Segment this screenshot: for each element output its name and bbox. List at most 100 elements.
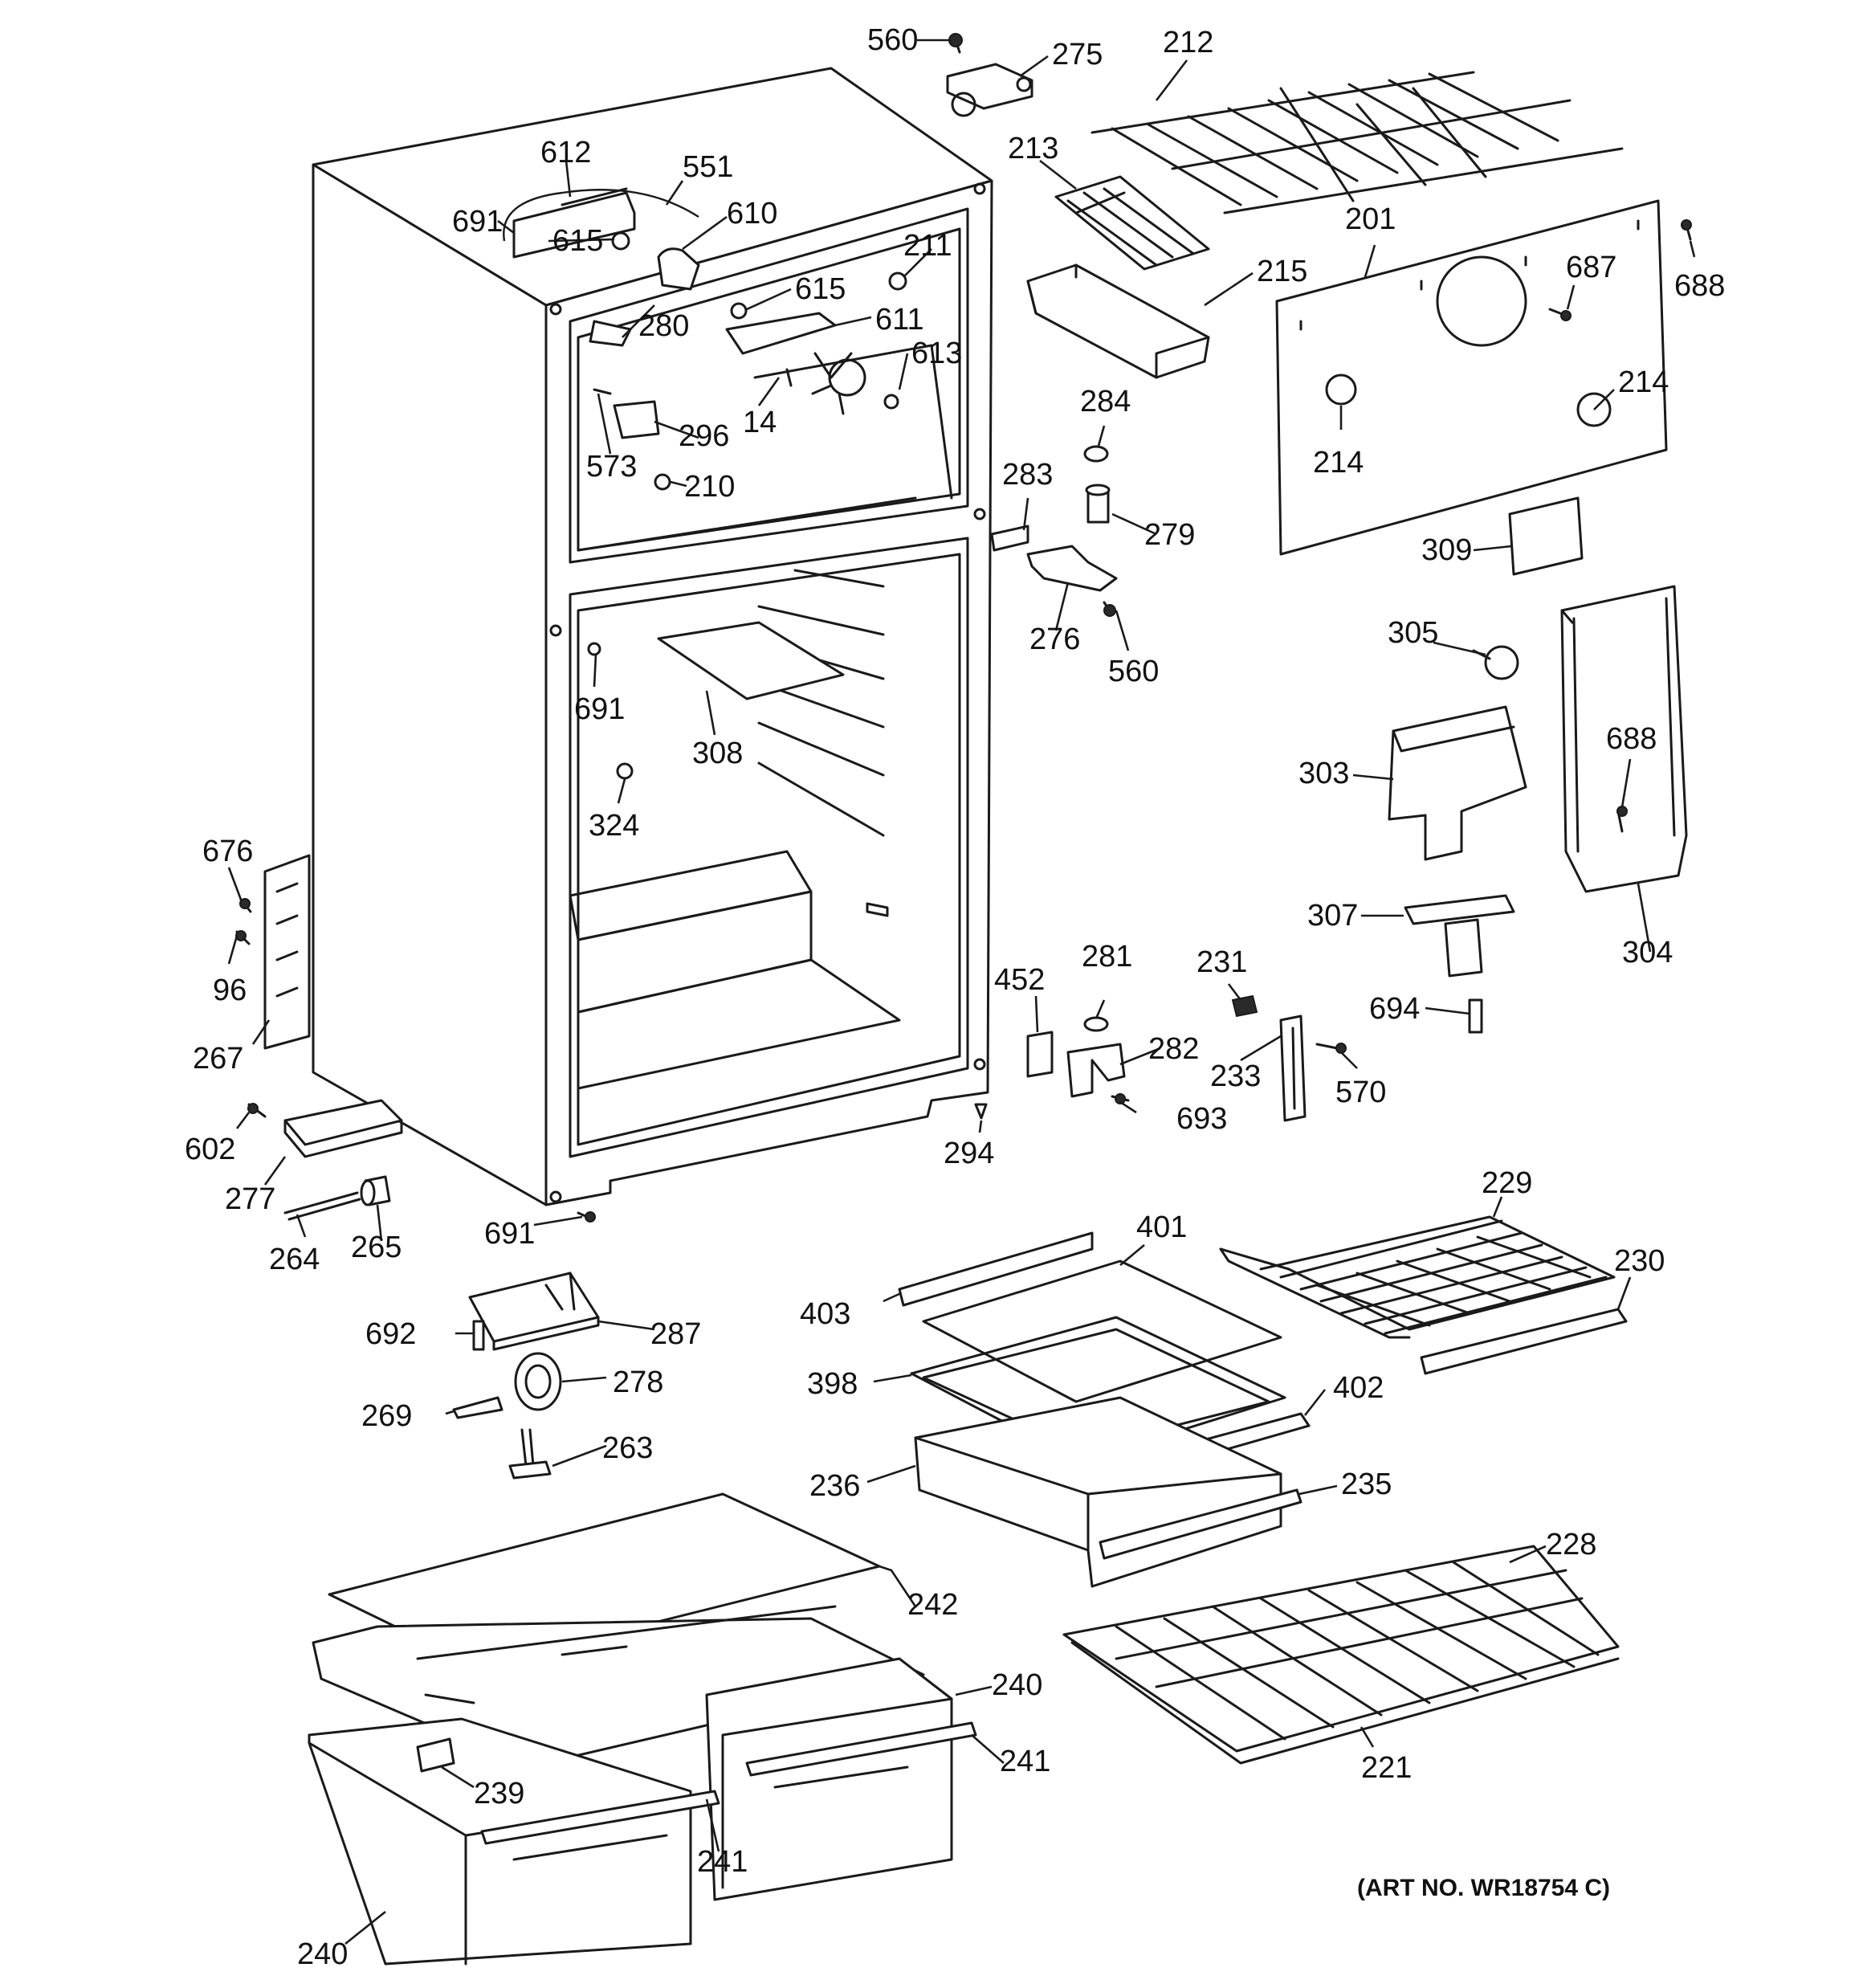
screw-687 xyxy=(1548,308,1572,321)
label-692: 692 xyxy=(365,1317,416,1351)
bracket-277 xyxy=(283,1099,403,1158)
hinge-282 xyxy=(1066,1043,1130,1104)
label-402: 402 xyxy=(1333,1371,1384,1405)
label-610: 610 xyxy=(727,197,777,231)
label-233: 233 xyxy=(1210,1059,1261,1093)
label-615: 615 xyxy=(795,272,846,306)
ice-tray-213 xyxy=(1054,175,1210,271)
label-691: 691 xyxy=(452,205,503,239)
label-570: 570 xyxy=(1335,1076,1386,1109)
label-229: 229 xyxy=(1482,1166,1532,1200)
label-214: 214 xyxy=(1618,365,1669,399)
label-401: 401 xyxy=(1136,1210,1187,1244)
label-214: 214 xyxy=(1313,446,1364,480)
wire-shelf-229 xyxy=(1219,1215,1616,1339)
screw-294 xyxy=(974,1103,988,1120)
label-96: 96 xyxy=(213,974,247,1007)
label-240: 240 xyxy=(297,1937,348,1971)
label-236: 236 xyxy=(809,1469,860,1503)
label-235: 235 xyxy=(1341,1468,1392,1501)
roller-265 xyxy=(360,1175,391,1206)
label-307: 307 xyxy=(1307,899,1358,933)
label-281: 281 xyxy=(1082,940,1132,974)
label-551: 551 xyxy=(683,150,733,184)
screw-692 xyxy=(472,1320,485,1351)
label-691: 691 xyxy=(484,1217,535,1251)
wheel-278 xyxy=(514,1352,562,1411)
label-613: 613 xyxy=(911,337,962,370)
screw-694 xyxy=(1468,998,1483,1034)
label-452: 452 xyxy=(994,963,1045,997)
label-602: 602 xyxy=(185,1133,235,1166)
cabinet-top-components xyxy=(503,187,907,491)
label-573: 573 xyxy=(586,450,637,484)
bracket-267 xyxy=(263,854,311,1050)
label-242: 242 xyxy=(907,1588,958,1622)
label-693: 693 xyxy=(1176,1102,1227,1136)
handle-241-right xyxy=(745,1721,977,1789)
label-201: 201 xyxy=(1345,202,1396,236)
label-324: 324 xyxy=(589,809,639,843)
label-267: 267 xyxy=(193,1042,243,1076)
wire-shelf-228 xyxy=(1062,1545,1620,1765)
label-279: 279 xyxy=(1144,518,1195,552)
leveler-263 xyxy=(508,1428,552,1480)
screw-570 xyxy=(1315,1043,1347,1054)
label-303: 303 xyxy=(1298,757,1349,790)
hinge-233 xyxy=(1279,1014,1307,1122)
label-230: 230 xyxy=(1614,1244,1665,1278)
label-212: 212 xyxy=(1163,26,1213,59)
cover-309 xyxy=(1508,496,1584,576)
label-278: 278 xyxy=(613,1365,663,1399)
label-694: 694 xyxy=(1369,992,1420,1026)
label-265: 265 xyxy=(351,1231,402,1264)
label-294: 294 xyxy=(944,1137,994,1170)
pin-269 xyxy=(452,1396,503,1419)
ice-bin-215 xyxy=(1026,263,1210,379)
label-221: 221 xyxy=(1361,1751,1412,1785)
cabinet xyxy=(312,67,993,1206)
screw-96 xyxy=(235,930,251,945)
screw-676 xyxy=(239,898,252,913)
label-676: 676 xyxy=(202,835,253,868)
handle-241-left xyxy=(480,1790,720,1861)
label-263: 263 xyxy=(602,1431,653,1465)
screw-602 xyxy=(247,1103,267,1118)
control-knob-305 xyxy=(1472,645,1519,680)
label-403: 403 xyxy=(800,1297,850,1331)
stop-231 xyxy=(1231,994,1258,1018)
label-283: 283 xyxy=(1002,458,1053,492)
label-211: 211 xyxy=(903,229,952,263)
label-284: 284 xyxy=(1080,385,1131,418)
label-280: 280 xyxy=(638,309,689,343)
label-560: 560 xyxy=(867,23,918,57)
label-276: 276 xyxy=(1029,623,1080,656)
divider-239 xyxy=(416,1737,455,1773)
label-264: 264 xyxy=(269,1243,320,1276)
label-309: 309 xyxy=(1421,533,1472,567)
label-275: 275 xyxy=(1052,38,1103,71)
label-287: 287 xyxy=(650,1317,701,1351)
label-612: 612 xyxy=(540,136,591,169)
freezer-shelf-212 xyxy=(1090,71,1624,214)
label-14: 14 xyxy=(743,406,777,439)
air-damper-303 xyxy=(1388,705,1527,861)
label-239: 239 xyxy=(474,1777,524,1810)
shim-283 xyxy=(990,525,1029,552)
label-398: 398 xyxy=(807,1367,858,1401)
label-304: 304 xyxy=(1622,936,1673,970)
label-691: 691 xyxy=(574,692,625,726)
hinge-pin-279 xyxy=(1085,484,1111,524)
trim-230 xyxy=(1420,1308,1628,1375)
label-215: 215 xyxy=(1257,255,1307,288)
label-688: 688 xyxy=(1606,722,1657,756)
label-240: 240 xyxy=(992,1668,1042,1702)
crisper-drawer-236 xyxy=(914,1396,1282,1588)
label-269: 269 xyxy=(361,1399,412,1433)
label-305: 305 xyxy=(1388,616,1438,650)
label-282: 282 xyxy=(1148,1032,1199,1066)
label-308: 308 xyxy=(692,737,743,770)
glass-shelf-401 xyxy=(922,1259,1282,1403)
part-labels: 560 275 212 612 551 691 615 610 213 211 … xyxy=(185,23,1725,1971)
shim-452 xyxy=(1026,1031,1054,1078)
